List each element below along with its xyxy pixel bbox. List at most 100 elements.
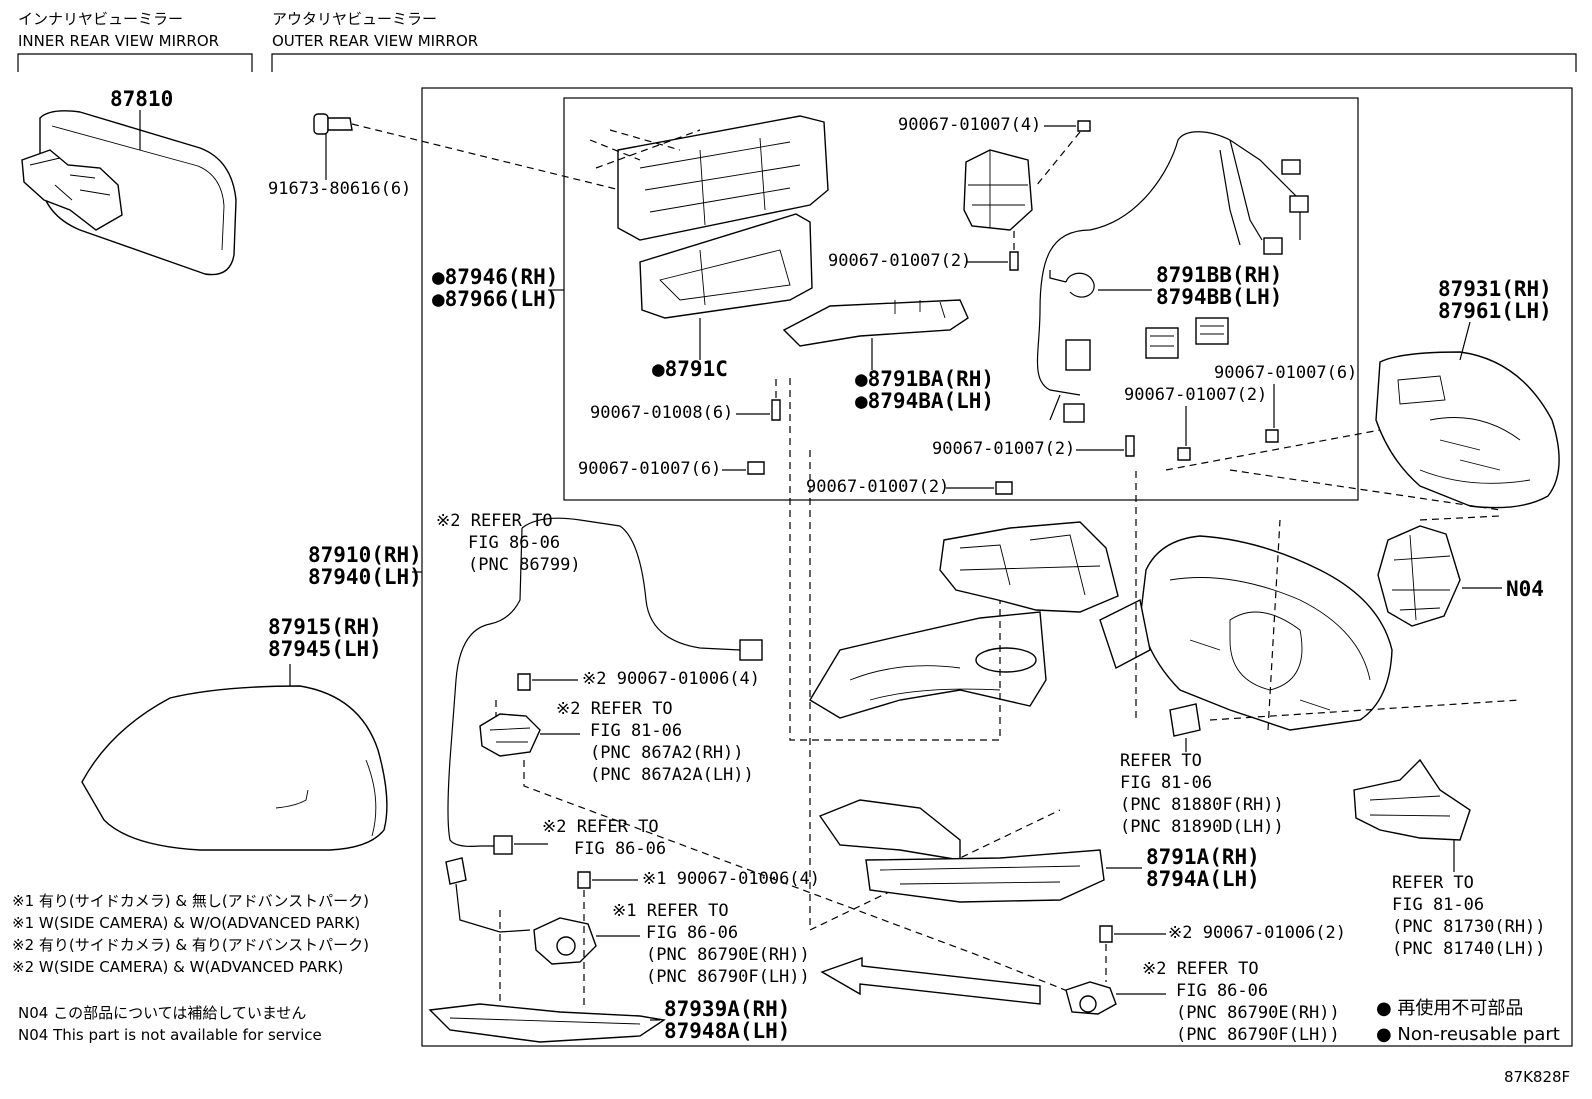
callout-8791BA: ●8791BA(RH) xyxy=(855,367,994,391)
callout-90067-2d: 90067-01007(2) xyxy=(806,477,949,497)
inner-header-jp: インナリヤビューミラー xyxy=(18,10,183,28)
screw-90067-2c xyxy=(1125,435,1135,457)
ref5-l1: REFER TO xyxy=(1120,751,1202,771)
ref6-l4: (PNC 81740(LH)) xyxy=(1392,939,1546,959)
callout-8791BB: 8791BB(RH) xyxy=(1156,263,1282,287)
outer-bracket xyxy=(271,53,1577,72)
mirror-housing xyxy=(1099,535,1393,731)
callout-90067-01006-4a: ※2 90067-01006(4) xyxy=(582,669,760,689)
outer-frame xyxy=(421,87,1573,1047)
side-camera-86790E xyxy=(533,917,597,965)
ref1-l3: (PNC 86799) xyxy=(468,555,581,575)
dash-base xyxy=(789,378,1061,931)
screw-90067-01006-4b xyxy=(577,871,591,889)
wire-harness xyxy=(1036,131,1309,423)
dash-cover xyxy=(1165,429,1501,521)
side-camera-86790E-b xyxy=(1065,981,1117,1015)
ref5-l3: (PNC 81880F(RH)) xyxy=(1120,795,1284,815)
ref6-l1: REFER TO xyxy=(1392,873,1474,893)
ref4-l3: (PNC 86790E(RH)) xyxy=(646,945,810,965)
visor-8791BA xyxy=(782,299,969,347)
callout-90067-6a: 90067-01007(6) xyxy=(578,459,721,479)
note-1: ※1 有り(サイドカメラ) & 無し(アドバンストパーク) xyxy=(12,892,369,910)
leader-87931 xyxy=(1459,321,1471,361)
ref2-l1: ※2 REFER TO xyxy=(556,699,673,719)
callout-87940: 87940(LH) xyxy=(308,565,422,589)
callout-8794A: 8794A(LH) xyxy=(1146,867,1260,891)
callout-87810: 87810 xyxy=(110,87,173,111)
motor-N04 xyxy=(1377,525,1461,627)
note-5: N04 この部品については補給していません xyxy=(18,1004,306,1022)
ref7-l3: (PNC 86790E(RH)) xyxy=(1176,1003,1340,1023)
callout-87910: 87910(RH) xyxy=(308,543,422,567)
camera-bracket-867A2 xyxy=(479,713,541,757)
ref5-l4: (PNC 81890D(LH)) xyxy=(1120,817,1284,837)
callout-87931: 87931(RH) xyxy=(1438,277,1552,301)
note-4: ※2 W(SIDE CAMERA) & W(ADVANCED PARK) xyxy=(12,958,343,976)
side-lamp-81730 xyxy=(1353,758,1471,841)
screw-91673 xyxy=(313,113,353,135)
callout-8794BB: 8794BB(LH) xyxy=(1156,285,1282,309)
ref3-l1: ※2 REFER TO xyxy=(542,817,659,837)
mirror-cover-87915 xyxy=(81,685,388,851)
legend-en: ● Non-reusable part xyxy=(1376,1024,1560,1045)
screw-90067-6a xyxy=(747,461,765,475)
callout-90067-01006-2: ※2 90067-01006(2) xyxy=(1168,923,1346,943)
screw-90067-2a xyxy=(1009,251,1019,271)
screw-90067-6b xyxy=(1265,429,1279,443)
ref1-l2: FIG 86-06 xyxy=(468,533,560,553)
ref2-l2: FIG 81-06 xyxy=(590,721,682,741)
note-6: N04 This part is not available for servi… xyxy=(18,1026,322,1044)
inner-mirror xyxy=(21,110,237,276)
ref4-l1: ※1 REFER TO xyxy=(612,901,729,921)
ref6-l2: FIG 81-06 xyxy=(1392,895,1484,915)
ref4-l4: (PNC 86790F(LH)) xyxy=(646,967,810,987)
callout-87939A: 87939A(RH) xyxy=(664,997,790,1021)
ref4-l2: FIG 86-06 xyxy=(646,923,738,943)
figure-code: 87K828F xyxy=(1504,1068,1570,1086)
mirror-assy-frame xyxy=(563,97,1359,501)
note-3: ※2 有り(サイドカメラ) & 有り(アドバンストパーク) xyxy=(12,936,369,954)
callout-8794BA: ●8794BA(LH) xyxy=(855,389,994,413)
screw-90067-01006-2 xyxy=(1099,925,1113,943)
mirror-cover-87931 xyxy=(1375,351,1560,509)
ref5-l2: FIG 81-06 xyxy=(1120,773,1212,793)
callout-87961: 87961(LH) xyxy=(1438,299,1552,323)
mirror-glass-plate xyxy=(589,115,829,241)
ref7-l4: (PNC 86790F(LH)) xyxy=(1176,1025,1340,1045)
note-2: ※1 W(SIDE CAMERA) & W/O(ADVANCED PARK) xyxy=(12,914,360,932)
screw-90067-01006-4a xyxy=(517,673,531,691)
ref7-l2: FIG 86-06 xyxy=(1176,981,1268,1001)
callout-90067-2b: 90067-01007(2) xyxy=(1124,385,1267,405)
callout-90067-2a: 90067-01007(2) xyxy=(828,251,971,271)
callout-90067-6b: 90067-01007(6) xyxy=(1214,363,1357,383)
ref6-l3: (PNC 81730(RH)) xyxy=(1392,917,1546,937)
dash-90067-4 xyxy=(1035,131,1081,187)
camera-harness xyxy=(445,517,763,933)
callout-87915: 87915(RH) xyxy=(268,615,382,639)
callout-8791C: ●8791C xyxy=(652,357,728,381)
clip-81880F xyxy=(1169,703,1201,737)
screw-90067-01008 xyxy=(771,399,781,421)
screw-90067-2b xyxy=(1177,447,1191,461)
ref1-l1: ※2 REFER TO xyxy=(436,511,553,531)
ref3-l2: FIG 86-06 xyxy=(574,839,666,859)
callout-91673: 91673-80616(6) xyxy=(268,179,411,199)
turn-signal-8791A xyxy=(818,799,1105,903)
legend-jp: ● 再使用不可部品 xyxy=(1376,998,1523,1019)
base-cover xyxy=(809,611,1047,719)
dash-91673 xyxy=(351,123,621,191)
direction-arrow xyxy=(820,957,1041,1005)
callout-N04: N04 xyxy=(1506,577,1544,601)
ref7-l1: ※2 REFER TO xyxy=(1142,959,1259,979)
callout-87966: ●87966(LH) xyxy=(432,287,558,311)
mirror-actuator xyxy=(963,149,1033,231)
callout-90067-4: 90067-01007(4) xyxy=(898,115,1041,135)
mirror-holder-8791C xyxy=(639,213,813,319)
outer-header-en: OUTER REAR VIEW MIRROR xyxy=(272,32,478,50)
callout-87946: ●87946(RH) xyxy=(432,265,558,289)
dash-housing xyxy=(1135,470,1521,731)
callout-87948A: 87948A(LH) xyxy=(664,1019,790,1043)
mirror-base-frame xyxy=(939,521,1119,613)
ref2-l3: (PNC 867A2(RH)) xyxy=(590,743,744,763)
